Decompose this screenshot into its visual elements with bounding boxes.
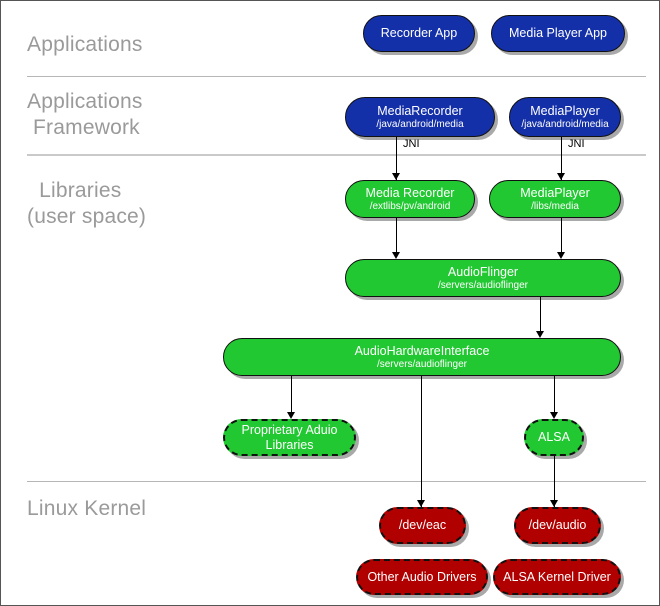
jni-label-right: JNI (568, 138, 585, 150)
node-recorder-app[interactable]: Recorder App (363, 15, 475, 52)
connector-hw-to-alsa (554, 376, 555, 413)
connector-player-to-flinger (561, 218, 562, 252)
node-path: /libs/media (531, 200, 579, 212)
node-other-audio-drivers[interactable]: Other Audio Drivers (356, 559, 488, 595)
divider-framework (27, 154, 646, 156)
node-mediarecorder-framework[interactable]: MediaRecorder /java/android/media (345, 97, 495, 137)
node-subtitle: Libraries (265, 437, 314, 452)
node-title: /dev/eac (398, 518, 447, 532)
arrowhead-hw-to-proprietary (287, 412, 295, 419)
arrowhead-jni-right (557, 173, 565, 180)
node-audiohardwareinterface[interactable]: AudioHardwareInterface /servers/audiofli… (223, 338, 621, 376)
connector-alsa-to-dev-audio (554, 456, 555, 507)
arrowhead-flinger-to-hwinterface (536, 331, 544, 338)
connector-jni-left (396, 137, 397, 180)
connector-hw-to-proprietary (291, 376, 292, 413)
divider-applications (27, 76, 646, 77)
node-alsa-kernel-driver[interactable]: ALSA Kernel Driver (493, 559, 621, 595)
node-path: /java/android/media (521, 118, 609, 130)
layer-label-applications-framework: Applications Framework (27, 90, 143, 139)
node-title: MediaRecorder (377, 103, 463, 118)
connector-flinger-to-hwinterface (540, 297, 541, 331)
node-title: MediaPlayer (530, 103, 600, 118)
layer-label-libraries: Libraries (user space) (27, 179, 147, 228)
connector-hw-to-dev-eac (421, 376, 422, 507)
layer-label-applications: Applications (27, 33, 143, 56)
node-mediaplayer-framework[interactable]: MediaPlayer /java/android/media (509, 97, 621, 137)
arrowhead-recorder-to-flinger (392, 252, 400, 259)
node-title: /dev/audio (528, 518, 587, 532)
arrowhead-jni-left (392, 173, 400, 180)
layer-label-linux-kernel: Linux Kernel (27, 497, 147, 520)
node-title: Media Recorder (365, 185, 455, 200)
node-path: /extlibs/pv/android (369, 200, 451, 212)
arrowhead-player-to-flinger (557, 252, 565, 259)
node-dev-eac[interactable]: /dev/eac (379, 507, 466, 544)
node-title: ALSA (538, 430, 570, 444)
divider-kernel (27, 481, 646, 482)
node-title: Other Audio Drivers (367, 569, 477, 584)
node-media-recorder-library[interactable]: Media Recorder /extlibs/pv/android (345, 180, 475, 218)
node-path: /java/android/media (376, 118, 464, 130)
jni-label-left: JNI (403, 138, 420, 150)
node-title: Recorder App (380, 26, 458, 40)
node-path: /servers/audioflinger (437, 279, 529, 291)
arrowhead-hw-to-alsa (550, 412, 558, 419)
arrowhead-alsa-to-dev-audio (550, 500, 558, 507)
node-title: MediaPlayer (520, 185, 590, 200)
node-media-player-library[interactable]: MediaPlayer /libs/media (489, 180, 621, 218)
node-title: ALSA Kernel Driver (503, 569, 611, 584)
node-proprietary-audio-libraries[interactable]: Proprietary Aduio Libraries (223, 419, 356, 456)
node-title: AudioHardwareInterface (354, 343, 490, 358)
node-audioflinger[interactable]: AudioFlinger /servers/audioflinger (345, 259, 621, 297)
node-title: Media Player App (509, 26, 607, 40)
arrowhead-hw-to-dev-eac (417, 500, 425, 507)
connector-recorder-to-flinger (396, 218, 397, 252)
node-media-player-app[interactable]: Media Player App (491, 15, 625, 52)
node-alsa[interactable]: ALSA (524, 419, 584, 456)
node-path: /servers/audioflinger (376, 358, 468, 370)
node-title: Proprietary Aduio (241, 422, 338, 437)
connector-jni-right (561, 137, 562, 180)
node-dev-audio[interactable]: /dev/audio (514, 507, 601, 544)
node-title: AudioFlinger (447, 264, 519, 279)
